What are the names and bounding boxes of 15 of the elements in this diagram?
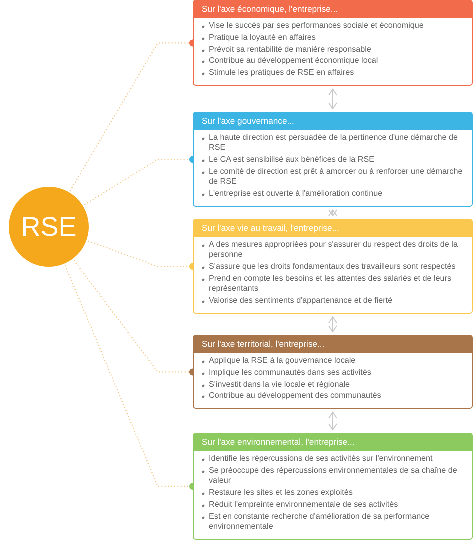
info-card bbox=[193, 335, 473, 410]
double-arrow bbox=[328, 88, 338, 110]
node-label: RSE bbox=[21, 214, 77, 240]
card-heading: Sur l'axe environnemental, l'entreprise... bbox=[194, 434, 472, 451]
double-arrow bbox=[328, 316, 338, 332]
info-card bbox=[193, 433, 473, 540]
card-heading: Sur l'axe économique, l'entreprise... bbox=[194, 1, 472, 18]
info-card bbox=[193, 219, 473, 314]
double-arrow bbox=[328, 412, 338, 430]
info-card bbox=[193, 0, 473, 86]
double-arrow bbox=[328, 210, 338, 217]
card-heading: Sur l'axe gouvernance... bbox=[194, 113, 472, 130]
card-heading: Sur l'axe territorial, l'entreprise... bbox=[194, 336, 472, 353]
info-card bbox=[193, 112, 473, 208]
card-heading: Sur l'axe vie au travail, l'entreprise... bbox=[194, 220, 472, 237]
